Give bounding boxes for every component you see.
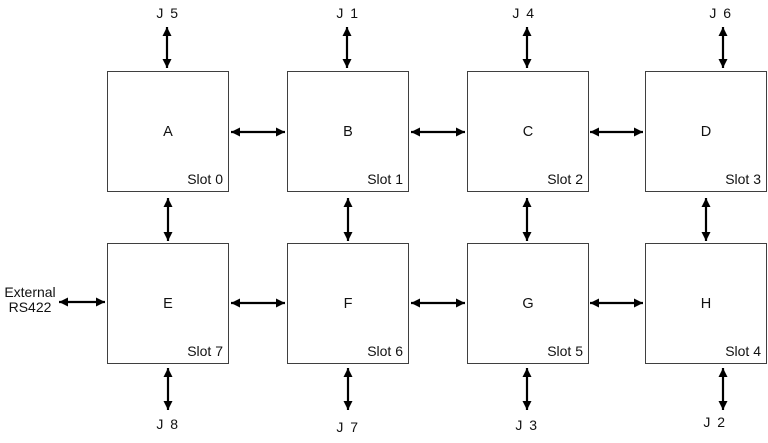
connector-label-j5: J 5 [156,5,180,21]
box-c: C Slot 2 [467,71,589,192]
box-c-letter: C [522,123,534,140]
external-label-line2: RS422 [8,299,52,315]
external-rs422-label: External RS422 [2,285,58,315]
box-g: G Slot 5 [467,243,589,364]
connector-label-j1: J 1 [336,5,360,21]
box-h-slot-label: Slot 4 [725,343,761,359]
box-f: F Slot 6 [287,243,409,364]
external-label-line1: External [4,284,56,300]
box-e-slot-label: Slot 7 [187,343,223,359]
box-b-letter: B [343,123,353,140]
box-b-slot-label: Slot 1 [367,171,403,187]
connector-label-j7: J 7 [336,419,360,435]
box-f-letter: F [343,295,353,312]
box-h-letter: H [700,295,712,312]
box-f-slot-label: Slot 6 [367,343,403,359]
box-a-slot-label: Slot 0 [187,171,223,187]
box-h: H Slot 4 [645,243,767,364]
box-b: B Slot 1 [287,71,409,192]
connector-label-j8: J 8 [156,416,180,432]
box-g-slot-label: Slot 5 [547,343,583,359]
box-d-slot-label: Slot 3 [725,171,761,187]
box-g-letter: G [522,295,534,312]
box-e: E Slot 7 [107,243,229,364]
box-d-letter: D [700,123,712,140]
connector-label-j4: J 4 [512,5,536,21]
box-a-letter: A [163,123,173,140]
box-c-slot-label: Slot 2 [547,171,583,187]
connector-label-j3: J 3 [515,417,539,433]
box-a: A Slot 0 [107,71,229,192]
connector-label-j6: J 6 [709,5,733,21]
box-d: D Slot 3 [645,71,767,192]
connector-label-j2: J 2 [703,414,727,430]
box-e-letter: E [163,295,173,312]
